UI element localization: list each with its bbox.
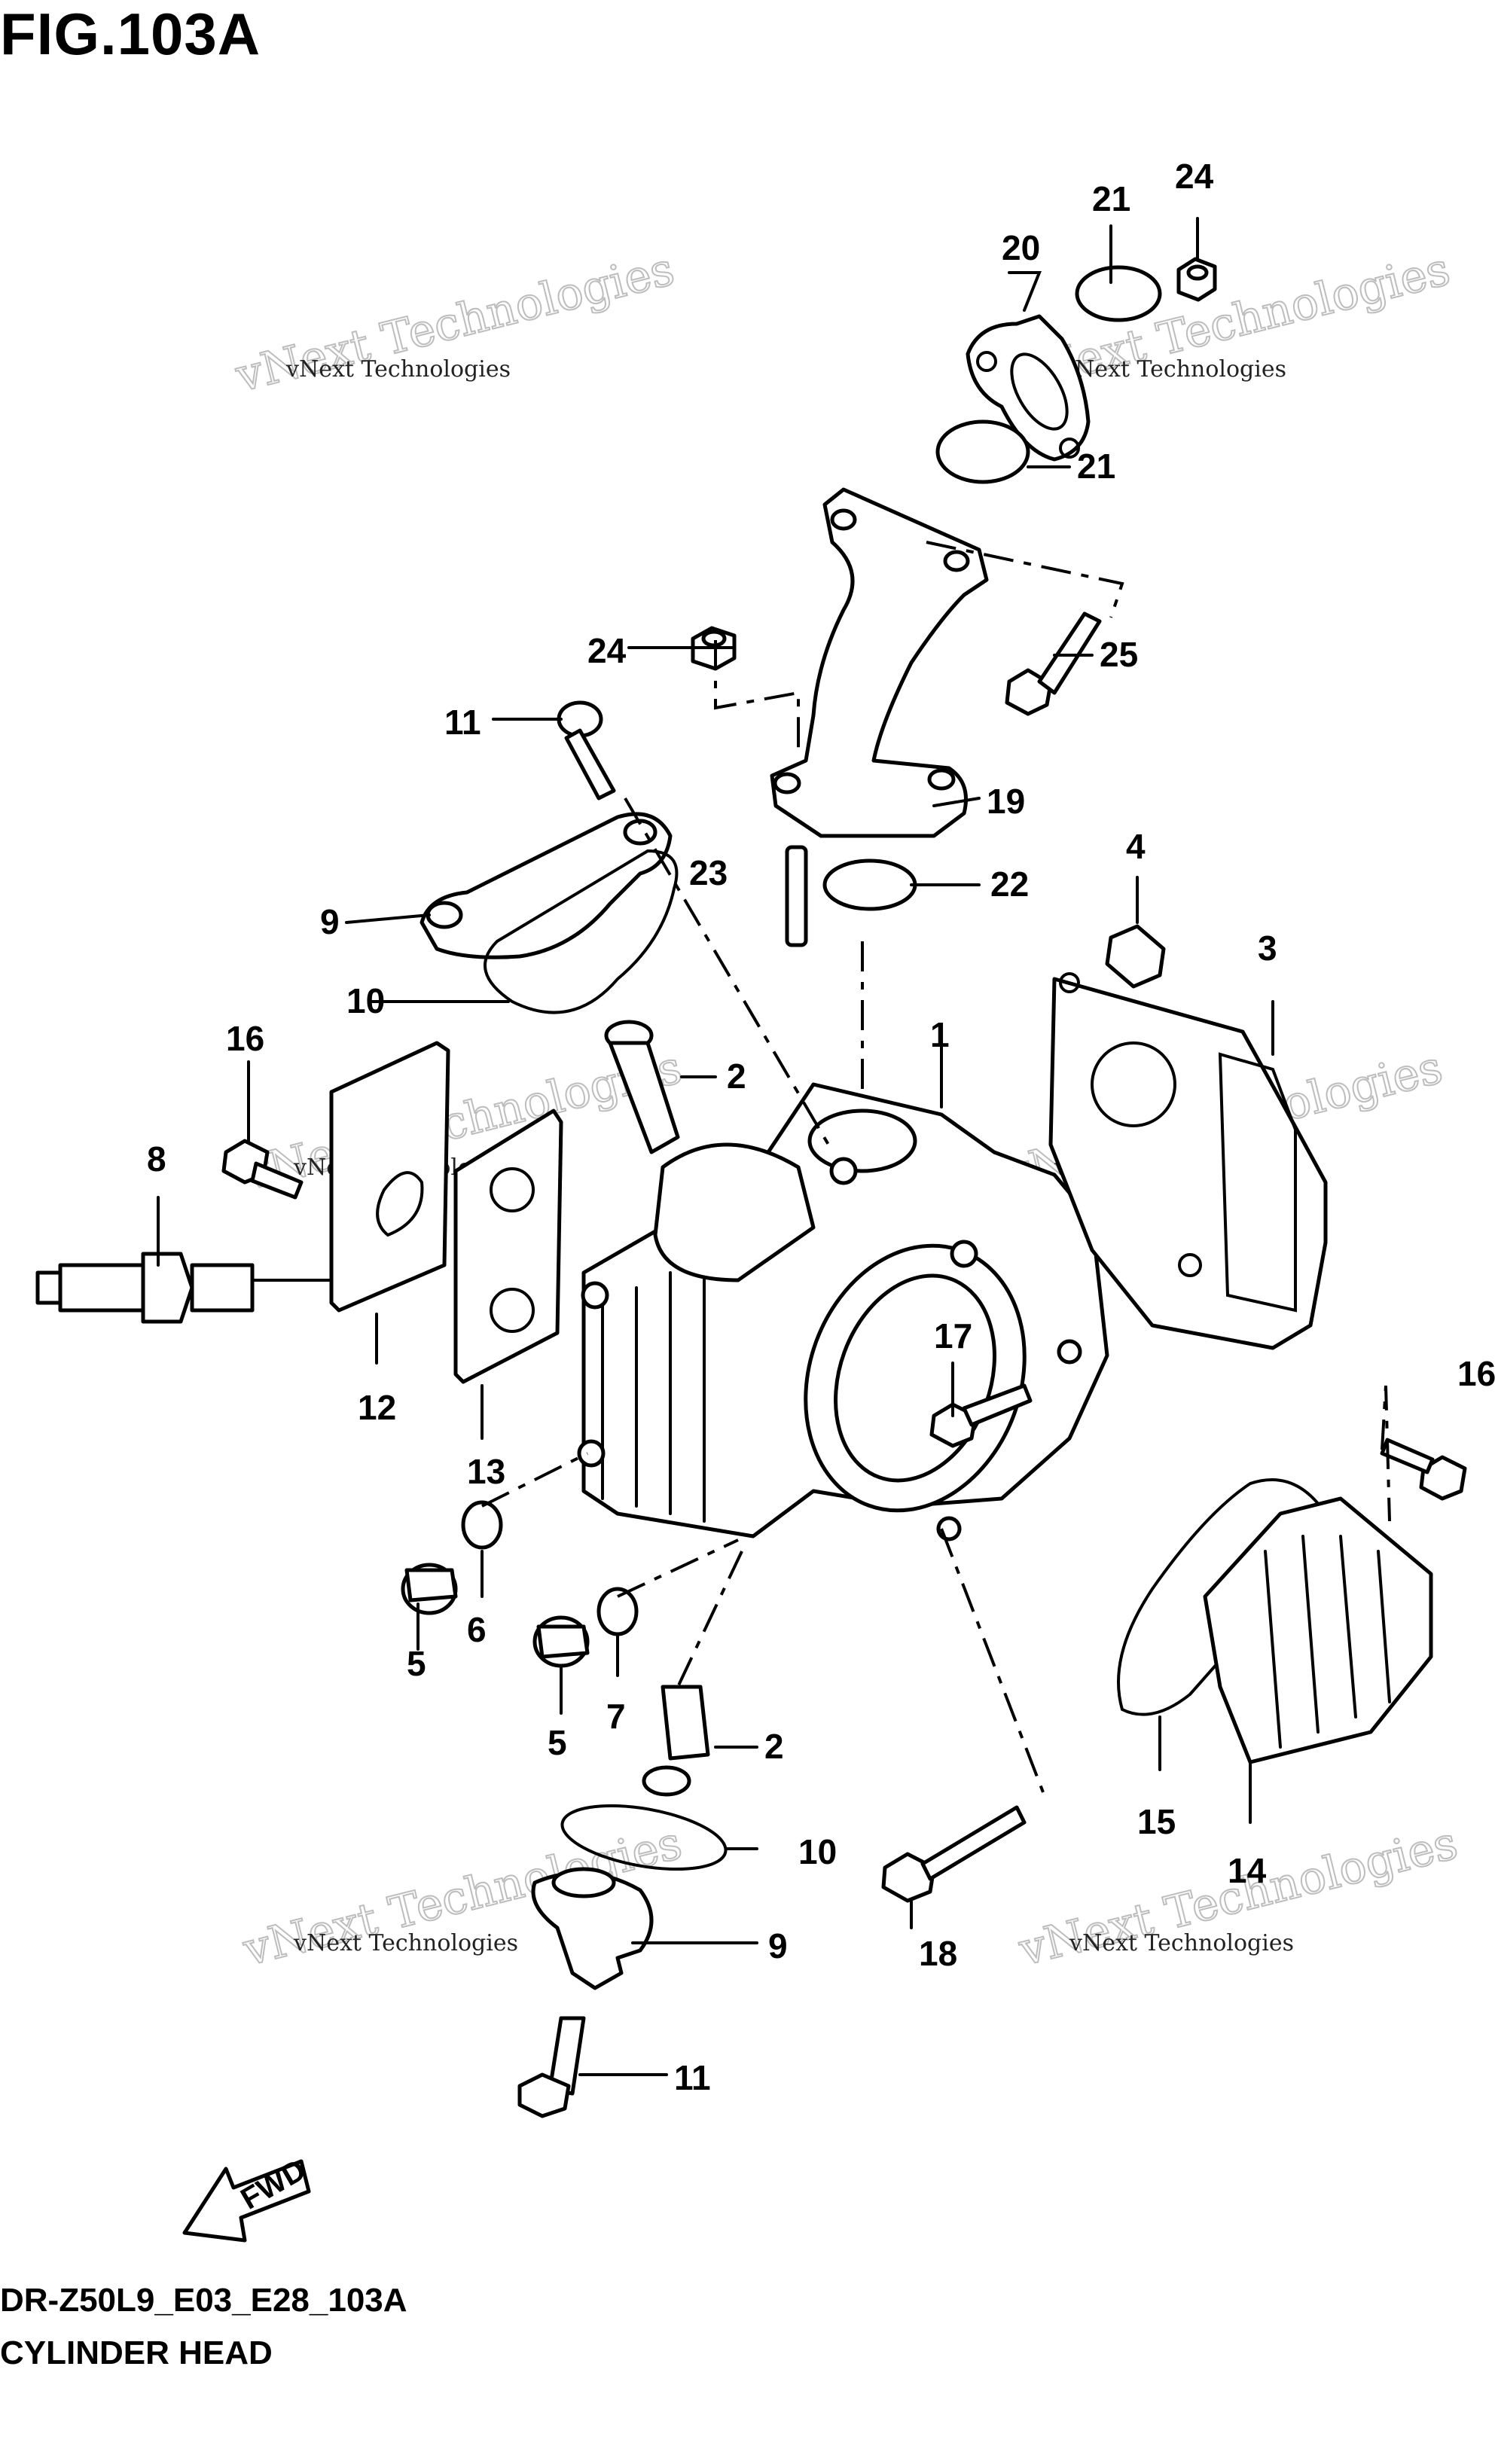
figure-code: DR-Z50L9_E03_E28_103A xyxy=(0,2282,407,2319)
svg-text:vNext Technologies: vNext Technologies xyxy=(1061,356,1286,383)
part-15-gasket xyxy=(1117,1478,1328,1716)
part-2-valve-lower xyxy=(642,1685,710,1797)
svg-text:vNext Technologies: vNext Technologies xyxy=(1069,1930,1294,1956)
part-14-cover xyxy=(1203,1496,1433,1764)
callout-10: 10 xyxy=(798,1832,837,1871)
callout-9: 9 xyxy=(768,1926,788,1965)
callout-4: 4 xyxy=(1126,827,1146,866)
callout-14: 14 xyxy=(1228,1851,1267,1890)
part-16-bolt-right xyxy=(1380,1438,1467,1501)
callouts: 1 2 2 3 4 5 5 6 7 8 9 9 10 10 11 11 12 1… xyxy=(147,157,1495,2097)
part-11-bolt-lower xyxy=(517,2016,586,2118)
part-8-spark-plug xyxy=(35,1252,255,1324)
callout-20: 20 xyxy=(1002,228,1040,267)
part-24-nut-upper xyxy=(1176,257,1217,302)
figure-name: CYLINDER HEAD xyxy=(0,2334,273,2371)
fwd-arrow-icon: FWD xyxy=(182,2153,311,2243)
callout-16: 16 xyxy=(226,1019,264,1058)
part-16-bolt-left xyxy=(221,1139,304,1200)
part-21-o-ring-lower xyxy=(935,419,1030,484)
part-10-gasket-upper xyxy=(484,849,679,1014)
part-25-bolt xyxy=(1005,611,1102,716)
part-10-gasket-lower xyxy=(560,1804,728,1871)
callout-9: 9 xyxy=(320,902,340,941)
part-5-cap-nut-right xyxy=(532,1615,590,1668)
callout-25: 25 xyxy=(1100,635,1138,674)
svg-text:vNext Technologies: vNext Technologies xyxy=(293,1930,518,1956)
callout-1: 1 xyxy=(930,1015,950,1054)
callout-5: 5 xyxy=(548,1723,567,1762)
callout-17: 17 xyxy=(934,1316,972,1356)
callout-23: 23 xyxy=(689,853,728,892)
part-22-o-ring xyxy=(822,858,917,911)
callout-2: 2 xyxy=(764,1727,784,1766)
part-19-intake-pipe xyxy=(770,487,989,838)
callout-24: 24 xyxy=(587,631,627,670)
callout-8: 8 xyxy=(147,1139,166,1179)
part-11-bolt-upper xyxy=(557,700,616,800)
callout-11: 11 xyxy=(444,703,481,742)
part-5-cap-nut-left xyxy=(401,1563,458,1615)
part-23-stud xyxy=(785,845,808,947)
watermark: vNext Technologies vNext Technologies xyxy=(1013,1816,1463,1977)
callout-6: 6 xyxy=(467,1610,487,1649)
callout-3: 3 xyxy=(1258,929,1277,968)
callout-24: 24 xyxy=(1175,157,1214,196)
callout-18: 18 xyxy=(919,1934,957,1973)
part-12-plate xyxy=(329,1041,450,1313)
figure-title: FIG.103A xyxy=(0,1,261,67)
callout-2: 2 xyxy=(727,1057,746,1096)
callout-22: 22 xyxy=(990,865,1029,904)
callout-21: 21 xyxy=(1092,179,1130,218)
svg-text:vNext Technologies: vNext Technologies xyxy=(285,356,511,383)
part-2-valve-upper xyxy=(604,1020,680,1154)
part-6-washer xyxy=(461,1500,503,1550)
callout-5: 5 xyxy=(407,1644,426,1683)
part-20-insulator-plate xyxy=(966,314,1091,462)
part-3-gasket xyxy=(1048,972,1328,1350)
callout-16: 16 xyxy=(1457,1354,1495,1393)
part-9-cover-upper xyxy=(420,812,673,959)
callout-11: 11 xyxy=(674,2058,711,2097)
part-13-gasket xyxy=(453,1108,563,1384)
watermark: vNext Technologies vNext Technologies xyxy=(230,242,680,403)
part-17-bolt xyxy=(929,1383,1033,1448)
callout-7: 7 xyxy=(606,1697,626,1736)
callout-12: 12 xyxy=(358,1388,396,1427)
callout-21: 21 xyxy=(1077,447,1115,486)
part-21-o-ring-upper xyxy=(1075,265,1162,322)
part-18-bolt xyxy=(881,1805,1027,1903)
part-4-dowel xyxy=(1105,924,1166,989)
callout-19: 19 xyxy=(987,782,1025,821)
leader-lines xyxy=(157,217,1391,2076)
part-9-cover-lower xyxy=(531,1867,654,1990)
callout-15: 15 xyxy=(1137,1802,1176,1841)
callout-13: 13 xyxy=(467,1452,505,1491)
callout-10: 10 xyxy=(346,981,385,1020)
